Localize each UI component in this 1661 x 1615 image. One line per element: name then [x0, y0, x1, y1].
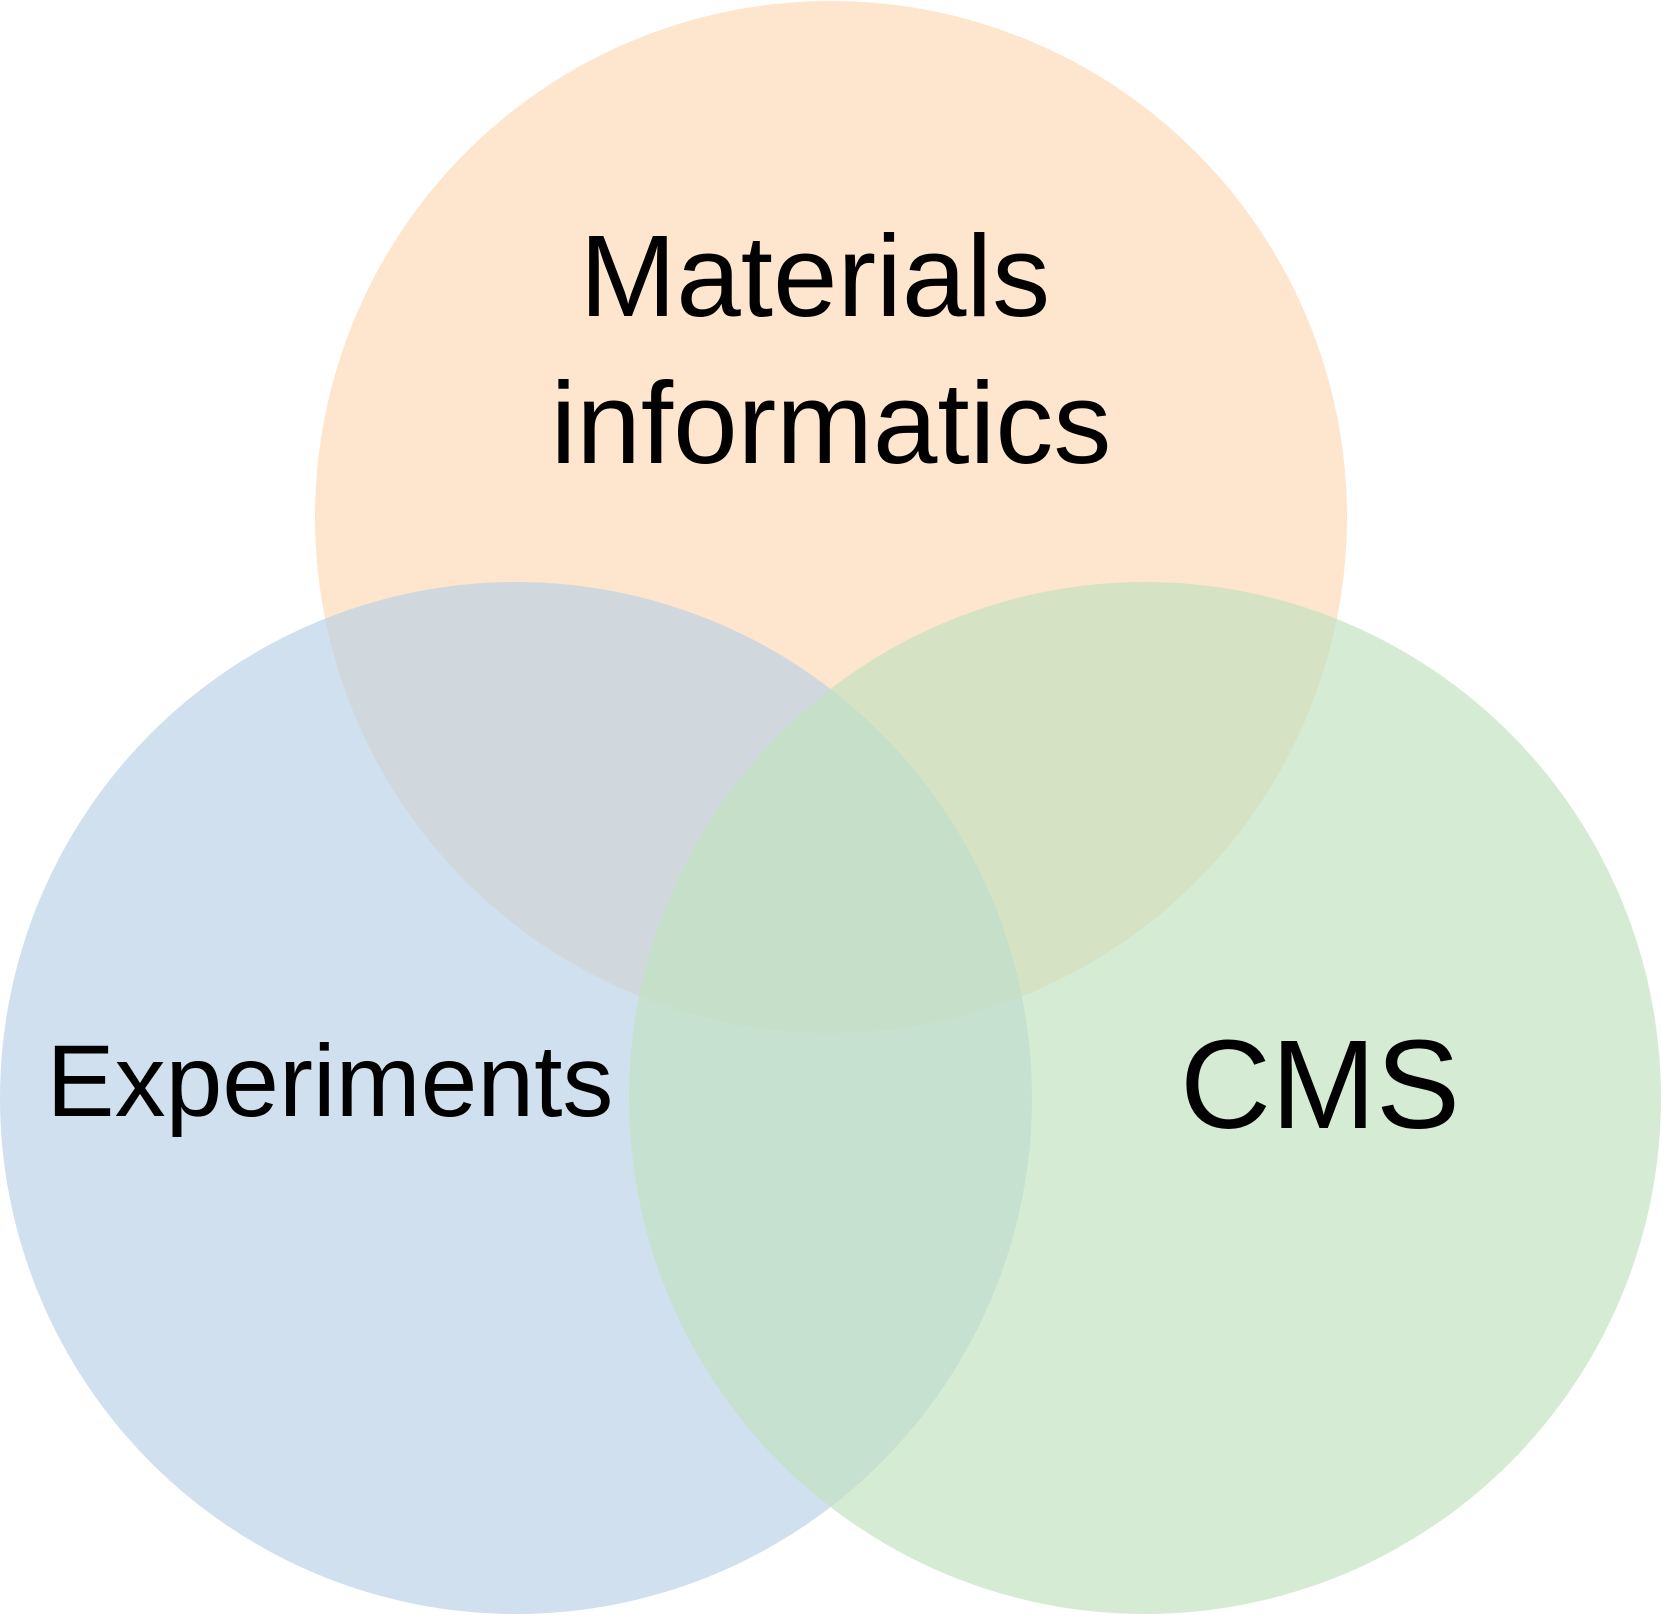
cms-label: CMS	[1180, 1014, 1460, 1155]
cms-circle	[629, 582, 1661, 1614]
materials-informatics-label-line-2: informatics	[551, 358, 1112, 488]
materials-informatics-label: Materials informatics	[551, 211, 1112, 488]
experiments-label: Experiments	[47, 1024, 614, 1138]
venn-labels: Materials informatics Experiments CMS	[47, 211, 1460, 1155]
materials-informatics-label-line-1: Materials	[580, 211, 1051, 341]
